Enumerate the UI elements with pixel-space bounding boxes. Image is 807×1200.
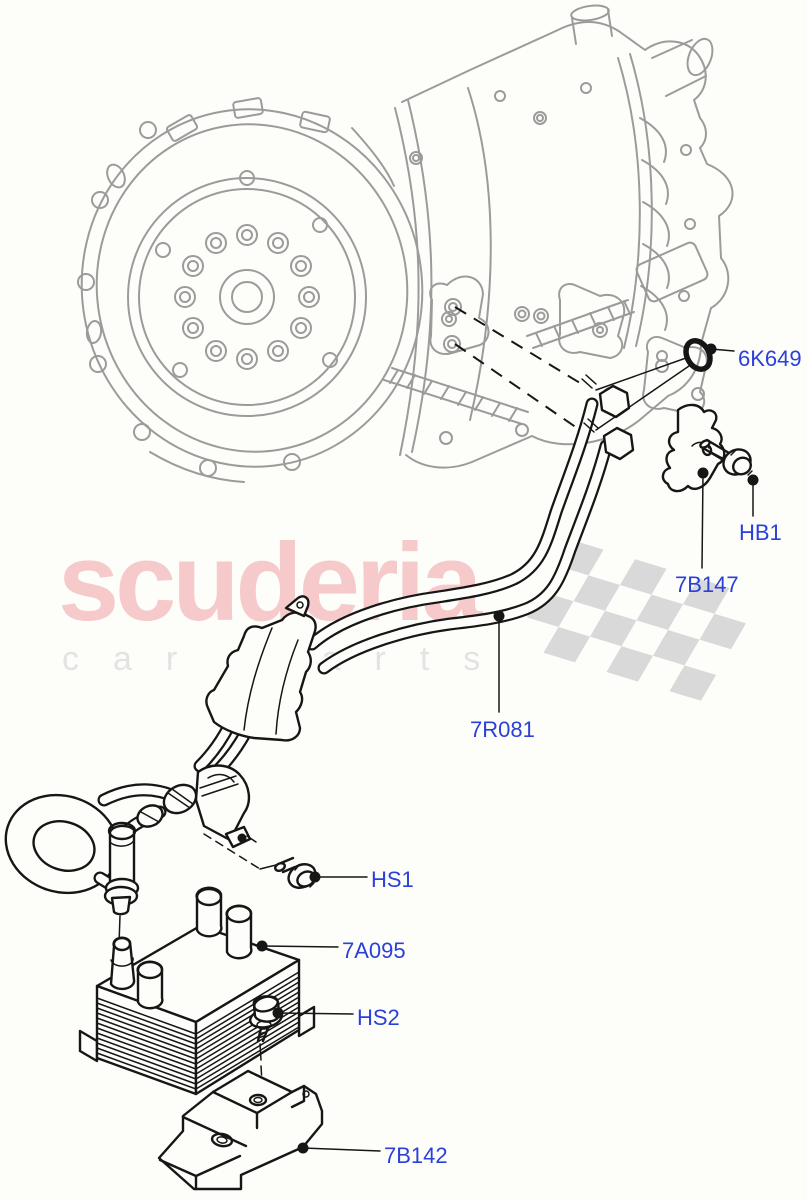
part-label-7r081[interactable]: 7R081 xyxy=(470,717,535,742)
bolt-hb1-drawing xyxy=(699,438,753,476)
transmission-drawing xyxy=(77,4,734,483)
screw-hs1-drawing xyxy=(274,856,317,889)
part-label-7a095[interactable]: 7A095 xyxy=(342,938,406,963)
oil-cooler-drawing xyxy=(78,886,316,1096)
checkered-flag xyxy=(527,540,746,701)
hose-assembly-drawing xyxy=(4,764,281,945)
alignment-dashed-lines xyxy=(454,306,586,429)
watermark: scuderia car parts xyxy=(58,521,746,701)
oil-cooler-tubes-drawing xyxy=(193,374,635,782)
part-label-hb1[interactable]: HB1 xyxy=(739,520,782,545)
part-label-6k649[interactable]: 6K649 xyxy=(738,346,802,371)
retaining-clip-drawing xyxy=(661,403,726,493)
part-label-7b142[interactable]: 7B142 xyxy=(384,1143,448,1168)
cooler-fins xyxy=(96,971,300,1090)
part-label-hs1[interactable]: HS1 xyxy=(371,867,414,892)
part-label-hs2[interactable]: HS2 xyxy=(357,1005,400,1030)
part-label-7b147[interactable]: 7B147 xyxy=(675,572,739,597)
part-labels: 6K649 HB1 7B147 7R081 HS1 7A095 HS2 7B14… xyxy=(342,346,802,1168)
leader-lines xyxy=(256,343,759,1154)
